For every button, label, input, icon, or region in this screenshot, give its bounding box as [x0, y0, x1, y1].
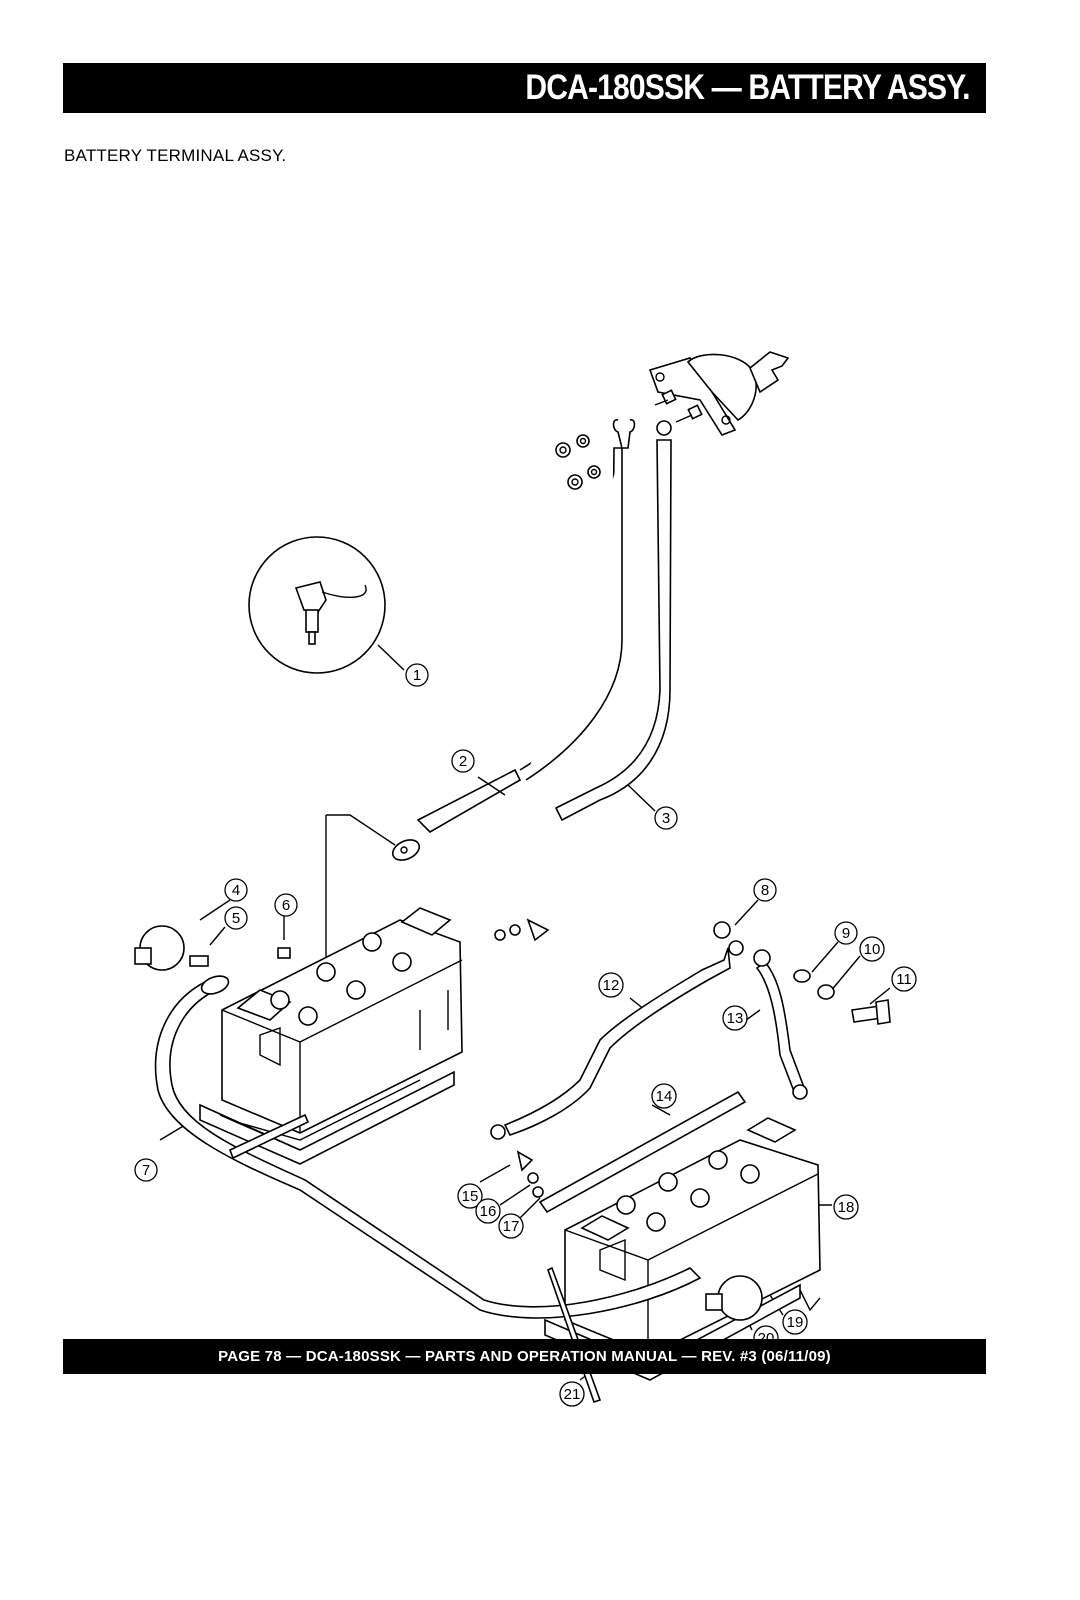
callout-17: 17: [503, 1218, 520, 1235]
callout-8: 8: [761, 882, 769, 899]
callout-16: 16: [480, 1203, 497, 1220]
callout-4: 4: [232, 882, 240, 899]
battery-left-drawing: [199, 907, 463, 1165]
page-header-bar: DCA-180SSK — BATTERY ASSY.: [63, 63, 986, 113]
callout-11: 11: [896, 971, 912, 988]
page-title: DCA-180SSK — BATTERY ASSY.: [525, 68, 971, 107]
battery-switch-drawing: [648, 351, 790, 436]
callout-18: 18: [838, 1199, 855, 1216]
callout-9: 9: [842, 925, 850, 942]
battery-assembly-diagram: 1 2 3 4 5 6 7 8 9 10 11 12 13 14 15 16 1…: [134, 351, 917, 1407]
callout-markers: 1 2 3 4 5 6 7 8 9 10 11 12 13 14 15 16 1…: [134, 663, 917, 1407]
cable-3-drawing: [554, 420, 672, 822]
page-footer-bar: PAGE 78 — DCA-180SSK — PARTS AND OPERATI…: [63, 1339, 986, 1374]
callout-1: 1: [413, 667, 421, 684]
callout-12: 12: [603, 977, 620, 994]
callout-5: 5: [232, 910, 240, 927]
callout-14: 14: [656, 1088, 673, 1105]
cable-12-13-drawing: [490, 940, 808, 1140]
callout-2: 2: [459, 753, 467, 770]
leader-lines: [159, 776, 891, 1381]
callout-19: 19: [787, 1314, 804, 1331]
callout-15: 15: [462, 1188, 479, 1205]
callout-10: 10: [864, 941, 881, 958]
callout-6: 6: [282, 897, 290, 914]
callout-3: 3: [662, 810, 670, 827]
cable-2-drawing: [391, 419, 636, 861]
inset-circle-item-1: [248, 536, 405, 674]
callout-13: 13: [727, 1010, 744, 1027]
cable-7-drawing: [154, 975, 702, 1319]
callout-7: 7: [142, 1162, 150, 1179]
section-subtitle: BATTERY TERMINAL ASSY.: [64, 146, 287, 165]
callout-21: 21: [564, 1386, 581, 1403]
nuts-washers-top: [555, 434, 601, 490]
clamp-bar-14-drawing: [538, 1090, 747, 1214]
footer-text: PAGE 78 — DCA-180SSK — PARTS AND OPERATI…: [218, 1348, 831, 1365]
